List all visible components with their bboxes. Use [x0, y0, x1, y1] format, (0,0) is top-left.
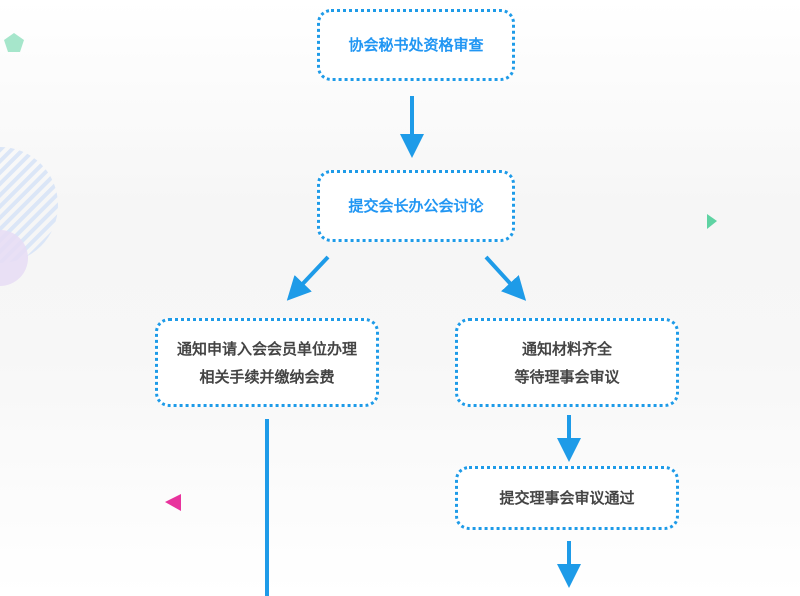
step-council-approval-text: 提交理事会审议通过	[499, 489, 635, 507]
step-council-approval: 提交理事会审议通过	[455, 466, 679, 530]
step-materials-complete: 通知材料齐全 等待理事会审议	[455, 318, 679, 407]
step-notify-procedures-fees-line1: 通知申请入会会员单位办理	[176, 339, 357, 358]
striped-circle-decoration	[0, 147, 58, 263]
step-notify-procedures-fees-line2: 相关手续并缴纳会费	[199, 367, 335, 386]
step-materials-complete-line1: 通知材料齐全	[521, 339, 612, 358]
step-president-office-discussion-text: 提交会长办公会讨论	[348, 197, 484, 215]
green-triangle-decoration	[707, 214, 717, 229]
green-pentagon-decoration	[4, 33, 24, 52]
arrow-s2-to-s4	[484, 255, 527, 301]
step-qualification-review-text: 协会秘书处资格审查	[348, 36, 484, 54]
arrow-s2-to-s3	[286, 255, 330, 301]
step-notify-procedures-fees: 通知申请入会会员单位办理 相关手续并缴纳会费	[155, 318, 379, 407]
purple-circle-decoration	[0, 230, 28, 286]
pink-triangle-decoration	[165, 494, 181, 511]
step-president-office-discussion: 提交会长办公会讨论	[317, 170, 515, 242]
step-qualification-review: 协会秘书处资格审查	[317, 9, 515, 81]
step-materials-complete-line2: 等待理事会审议	[514, 367, 620, 386]
